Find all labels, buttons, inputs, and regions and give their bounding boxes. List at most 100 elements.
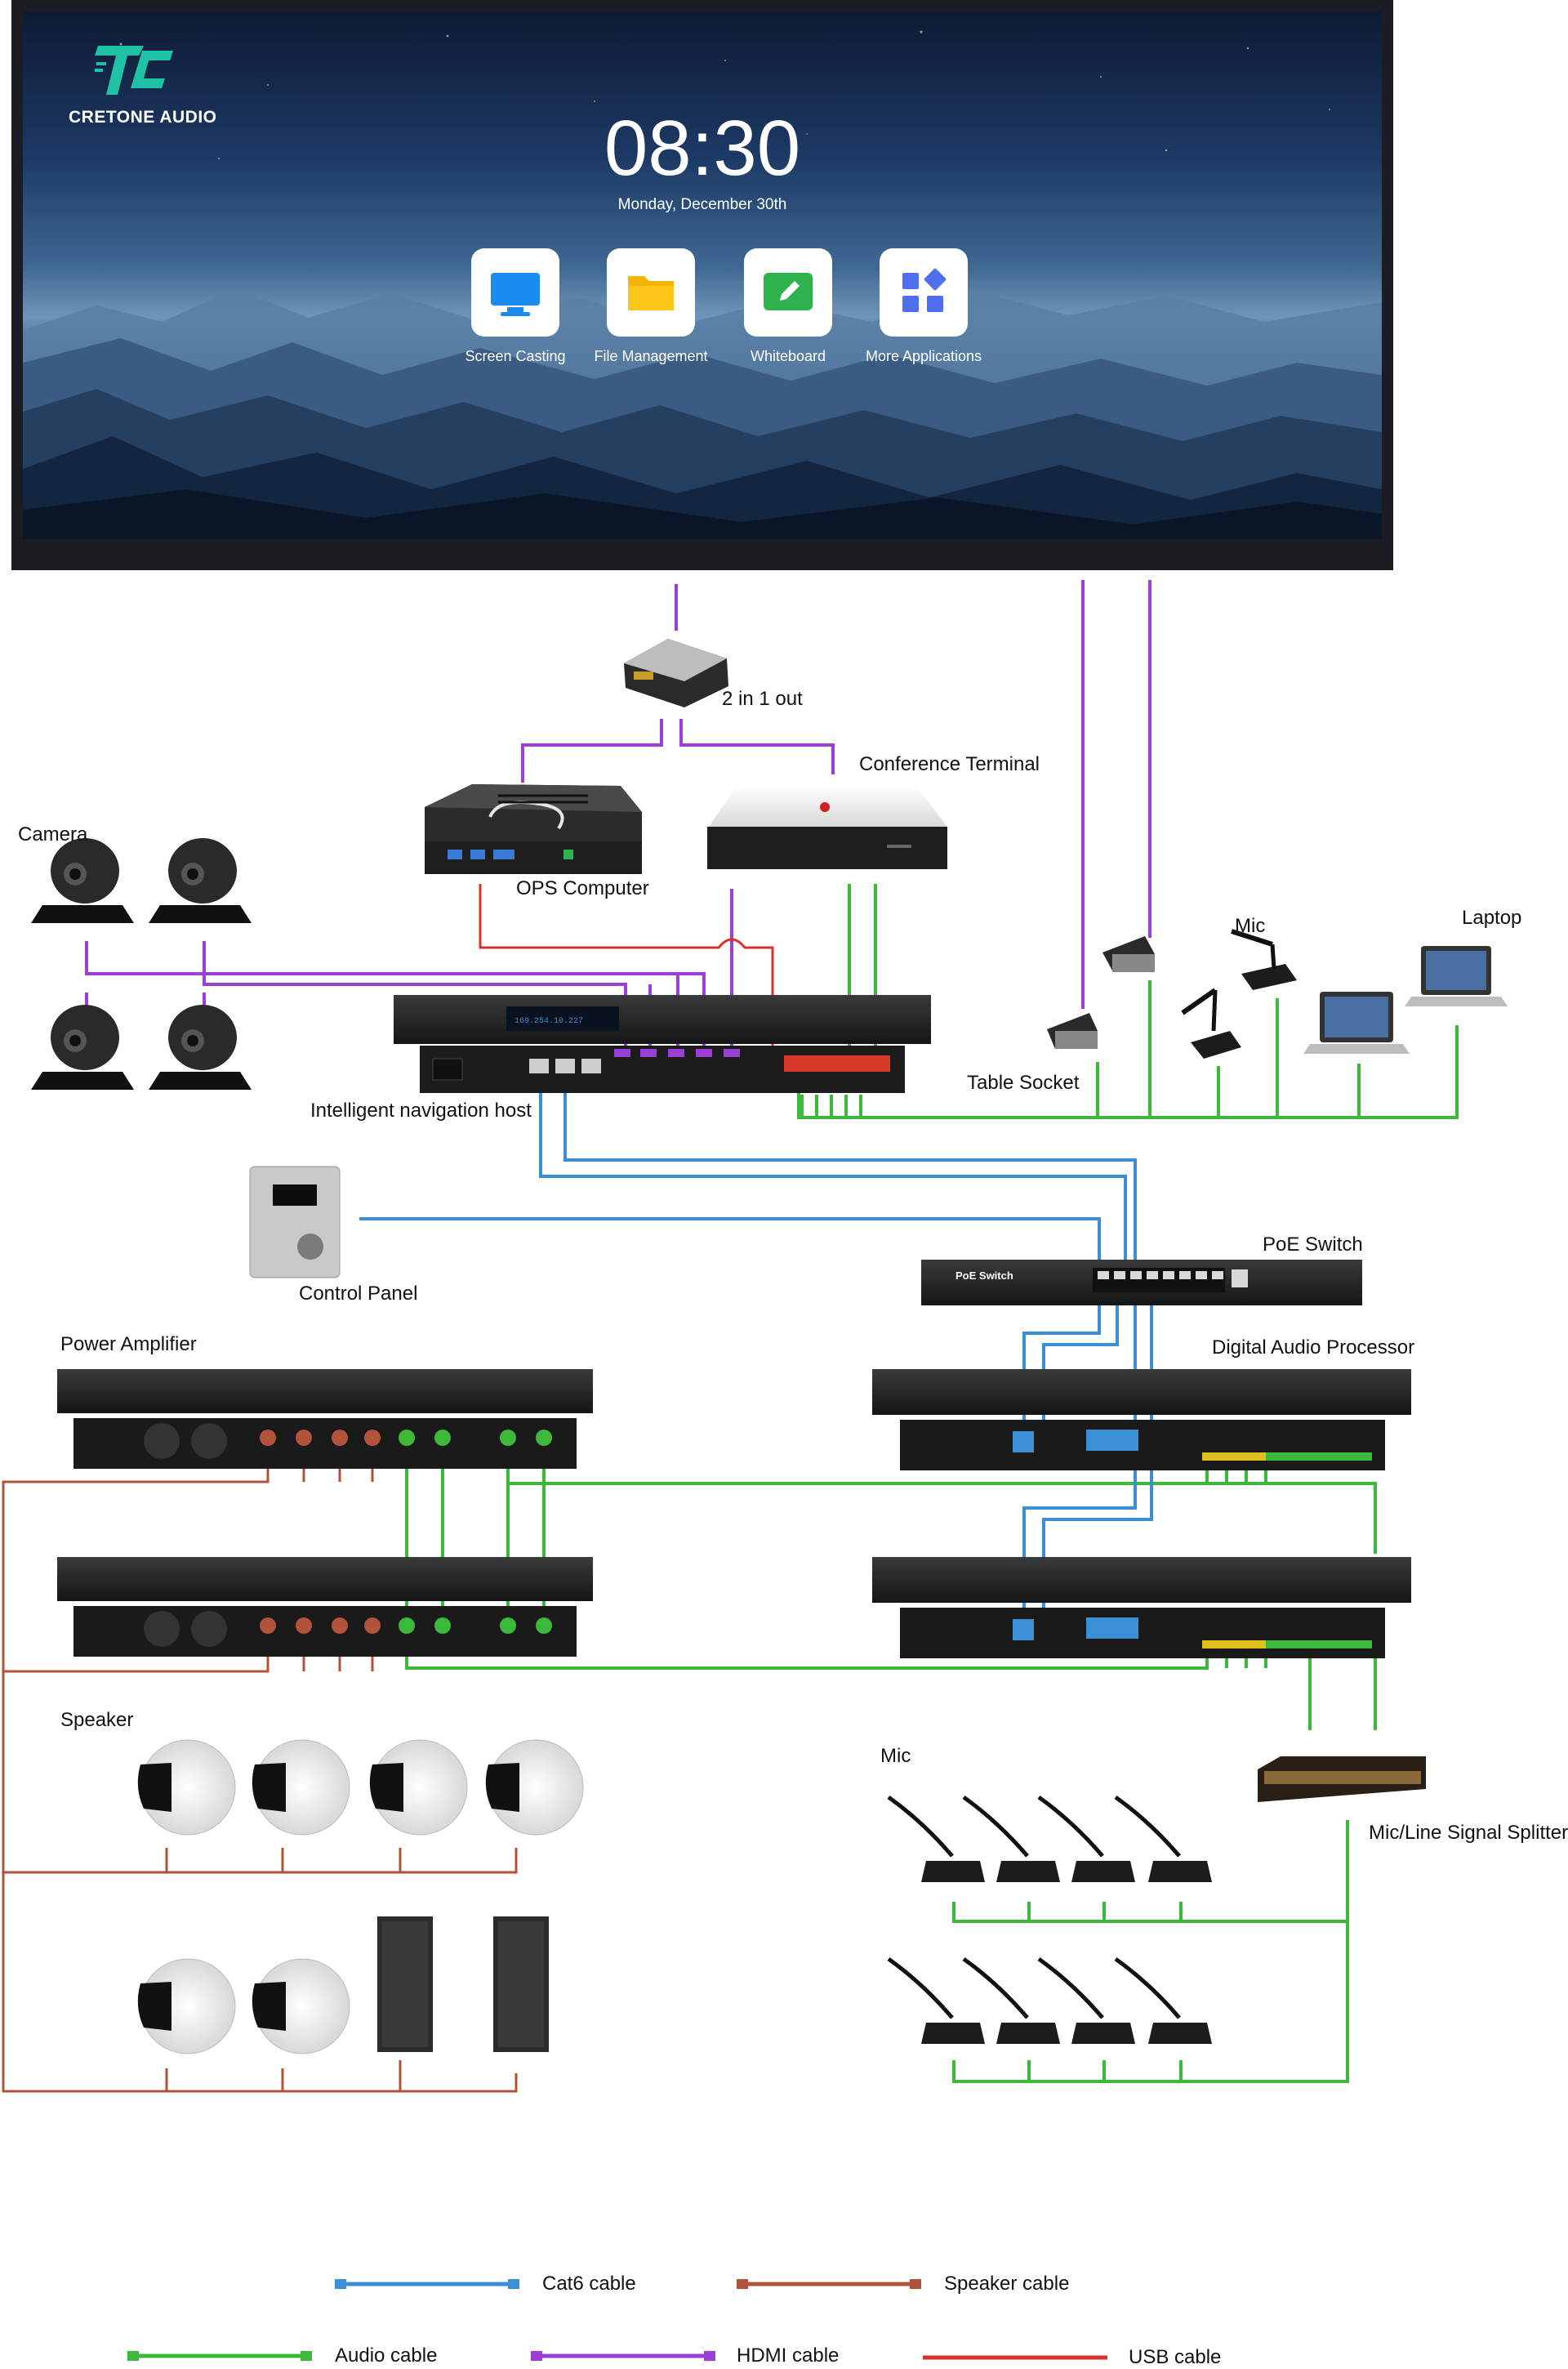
signal-splitter xyxy=(1258,1756,1426,1802)
cat6-cables xyxy=(359,1072,1153,1627)
label-laptop: Laptop xyxy=(1462,907,1522,929)
label-navigation-host: Intelligent navigation host xyxy=(310,1100,532,1122)
apps-grid-icon xyxy=(902,268,947,312)
ptz-camera xyxy=(149,1005,252,1090)
conference-mic xyxy=(887,1956,985,2044)
legend-label-usb: USB cable xyxy=(1129,2346,1222,2368)
ptz-camera xyxy=(31,1005,134,1090)
conference-mic xyxy=(1114,1795,1212,1882)
hdmi-cable xyxy=(679,719,835,774)
control-panel xyxy=(249,1166,341,1278)
usb-cables xyxy=(479,884,774,1054)
poe-switch xyxy=(921,1260,1362,1305)
app-whiteboard[interactable]: Whiteboard xyxy=(719,248,858,365)
app-label: Whiteboard xyxy=(750,348,826,364)
cat6-cable xyxy=(359,1217,1101,1273)
mountain-wallpaper xyxy=(23,30,1382,539)
file-management-tile[interactable] xyxy=(607,248,695,337)
label-mic-bottom: Mic xyxy=(880,1745,911,1767)
legend-label-hdmi: HDMI cable xyxy=(737,2344,840,2367)
cretone-logo-icon xyxy=(95,46,173,95)
clock-date: Monday, December 30th xyxy=(617,196,787,213)
ptz-camera xyxy=(149,838,252,923)
app-more-applications[interactable]: More Applications xyxy=(854,248,993,365)
legend-swatch-cat6 xyxy=(335,2279,519,2289)
hdmi-switch xyxy=(624,639,728,707)
label-power-amplifier: Power Amplifier xyxy=(60,1333,197,1355)
table-socket xyxy=(1047,1013,1098,1049)
ceiling-speaker xyxy=(485,1739,584,1836)
legend-label-speaker: Speaker cable xyxy=(944,2273,1070,2295)
ops-computer xyxy=(425,784,642,874)
conference-mic xyxy=(962,1795,1060,1882)
app-label: More Applications xyxy=(865,348,982,364)
conference-mic xyxy=(962,1956,1060,2044)
audio-cable xyxy=(952,1820,1349,1923)
whiteboard-tile[interactable] xyxy=(744,248,832,337)
folder-icon xyxy=(628,276,674,310)
audio-cables xyxy=(405,884,1459,2083)
cat6-cable xyxy=(539,1072,1127,1273)
ceiling-speaker xyxy=(137,1739,236,1836)
gooseneck-mic xyxy=(1231,929,1297,990)
label-camera: Camera xyxy=(18,823,88,845)
legend-swatch-hdmi xyxy=(531,2351,715,2361)
legend-label-audio: Audio cable xyxy=(335,2344,438,2367)
legend-label-cat6: Cat6 cable xyxy=(542,2273,636,2295)
legend xyxy=(127,2279,1107,2361)
audio-cable xyxy=(952,1921,1349,2083)
digital-audio-processor xyxy=(872,1557,1411,1658)
label-digital-audio-processor: Digital Audio Processor xyxy=(1212,1336,1415,1358)
power-amplifier xyxy=(57,1557,593,1657)
cat6-cable xyxy=(564,1072,1137,1273)
brand-name: CRETONE AUDIO xyxy=(69,108,217,127)
ceiling-speaker xyxy=(252,1739,350,1836)
display-screen: CRETONE AUDIO 08:30 Monday, December 30t… xyxy=(23,11,1382,539)
label-signal-splitter: Mic/Line Signal Splitter xyxy=(1369,1822,1568,1844)
clock-time: 08:30 xyxy=(604,105,801,192)
usb-cable xyxy=(479,884,774,1054)
ceiling-speaker xyxy=(369,1739,468,1836)
laptop-icon xyxy=(1405,946,1508,1006)
conference-mic xyxy=(887,1795,985,1882)
conference-terminal xyxy=(707,786,947,869)
label-speaker: Speaker xyxy=(60,1709,134,1731)
column-speaker xyxy=(377,1916,433,2052)
label-ops-computer: OPS Computer xyxy=(516,877,649,899)
label-2in1-switch: 2 in 1 out xyxy=(722,688,803,710)
app-file-management[interactable]: File Management xyxy=(581,248,720,365)
conference-mic xyxy=(1037,1956,1135,2044)
label-mic-top: Mic xyxy=(1235,915,1266,937)
poe-switch-face-label: PoE Switch xyxy=(956,1269,1013,1282)
ceiling-speaker xyxy=(137,1958,236,2054)
monitor-icon xyxy=(491,273,540,316)
conference-mic xyxy=(1037,1795,1135,1882)
label-poe-switch: PoE Switch xyxy=(1263,1234,1363,1256)
speaker-cable xyxy=(2,1448,518,2093)
label-conference-terminal: Conference Terminal xyxy=(859,753,1040,775)
column-speaker xyxy=(493,1916,549,2052)
navigation-host xyxy=(394,995,931,1093)
power-amplifier xyxy=(57,1369,593,1469)
label-control-panel: Control Panel xyxy=(299,1283,418,1305)
laptop-icon xyxy=(1303,992,1410,1054)
gooseneck-mic xyxy=(1181,988,1241,1059)
ceiling-speaker xyxy=(252,1958,350,2054)
digital-audio-processor xyxy=(872,1369,1411,1470)
app-label: File Management xyxy=(594,348,708,364)
speaker-cable xyxy=(3,1848,518,1874)
legend-swatch-speaker xyxy=(737,2279,921,2289)
hdmi-cable xyxy=(521,719,663,783)
label-table-socket: Table Socket xyxy=(967,1072,1080,1094)
screen-casting-tile[interactable] xyxy=(471,248,559,337)
legend-swatch-audio xyxy=(127,2351,312,2361)
nav-host-ip: 169.254.10.227 xyxy=(514,1017,583,1026)
pencil-icon xyxy=(764,273,813,310)
more-applications-tile[interactable] xyxy=(880,248,968,337)
ptz-camera xyxy=(31,838,134,923)
app-screen-casting[interactable]: Screen Casting xyxy=(446,248,585,365)
interactive-display: CRETONE AUDIO 08:30 Monday, December 30t… xyxy=(11,0,1393,570)
conference-mic xyxy=(1114,1956,1212,2044)
